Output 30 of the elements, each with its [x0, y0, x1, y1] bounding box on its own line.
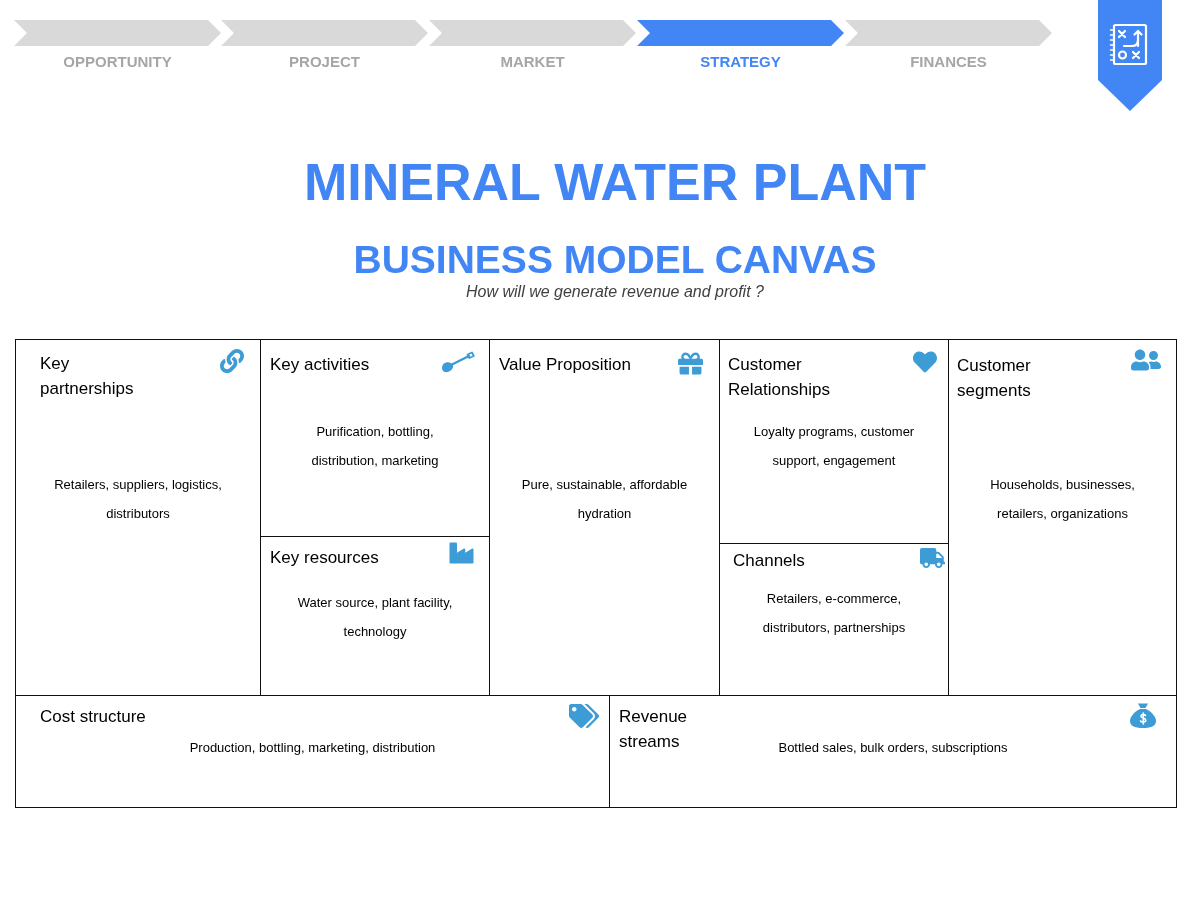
- section-heading: Customer segments: [957, 355, 1032, 402]
- section-heading: Cost structure: [40, 706, 146, 728]
- section-text: Bottled sales, bulk orders, subscriptions: [778, 739, 1008, 757]
- section-text: Households, businesses, retailers, organizations: [989, 476, 1136, 523]
- step-label: OPPORTUNITY: [63, 53, 172, 71]
- subtitle: BUSINESS MODEL CANVAS: [353, 239, 877, 281]
- section-heading: Value Proposition: [499, 354, 631, 376]
- section-heading: Key activities: [270, 354, 370, 376]
- step-label: STRATEGY: [700, 53, 781, 71]
- section-text: Pure, sustainable, affordable hydration: [520, 476, 689, 523]
- section-text: Retailers, suppliers, logistics, distributors: [53, 476, 223, 523]
- canvas-section: [15, 695, 610, 808]
- section-text: Purification, bottling, distribution, marketing: [310, 423, 440, 470]
- section-heading: Key partnerships: [40, 353, 135, 400]
- section-heading: Channels: [733, 550, 805, 572]
- main-title: MINERAL WATER PLANT: [303, 155, 926, 209]
- section-heading: Customer Relationships: [728, 354, 832, 401]
- section-text: Water source, plant facility, technology: [296, 594, 454, 641]
- canvas-section: [948, 339, 1177, 696]
- section-heading: Revenue streams: [619, 706, 689, 753]
- section-heading: Key resources: [270, 547, 379, 569]
- canvas-section: [15, 339, 261, 696]
- step-label: PROJECT: [289, 53, 360, 71]
- section-text: Retailers, e-commerce, distributors, partnerships: [761, 590, 907, 637]
- section-text: Loyalty programs, customer support, engagement: [752, 423, 916, 470]
- step-label: MARKET: [500, 53, 565, 71]
- step-label: FINANCES: [910, 53, 987, 71]
- section-text: Production, bottling, marketing, distribution: [189, 739, 436, 757]
- tagline: How will we generate revenue and profit ?: [466, 283, 764, 301]
- canvas-section: [609, 695, 1177, 808]
